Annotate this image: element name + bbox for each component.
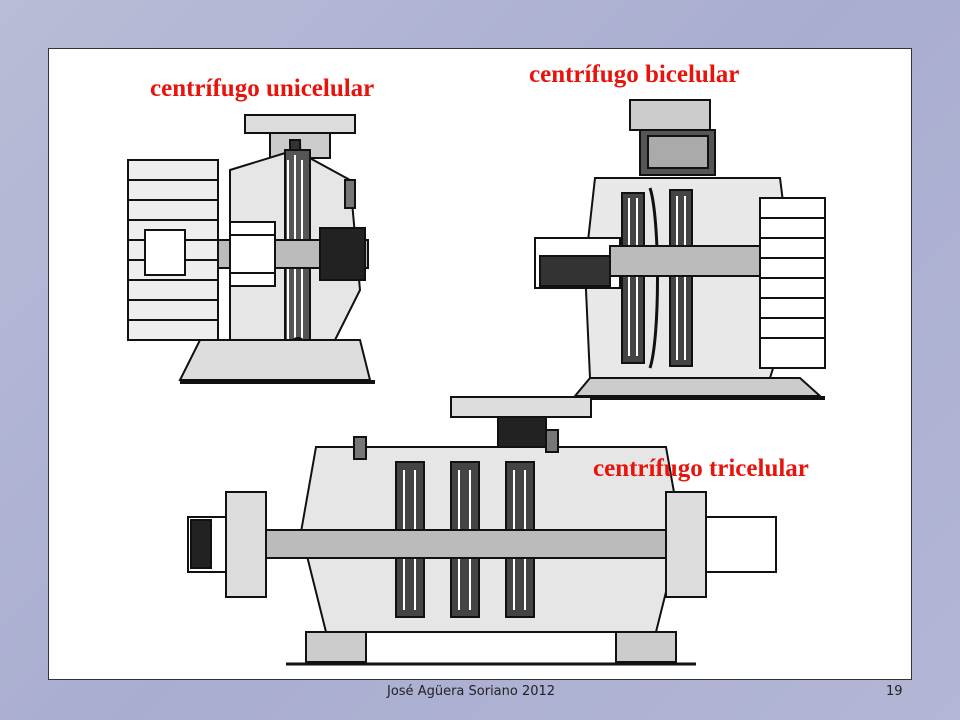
footer-page-number: 19 bbox=[886, 684, 903, 699]
single-stage-pump-drawing bbox=[127, 114, 375, 384]
label-single-stage: centrífugo unicelular bbox=[150, 75, 375, 102]
label-three-stage: centrífugo tricelular bbox=[593, 455, 809, 482]
two-stage-pump-drawing bbox=[534, 99, 826, 400]
three-stage-pump-drawing bbox=[187, 396, 777, 666]
footer-author: José Agüera Soriano 2012 bbox=[387, 684, 556, 699]
label-two-stage: centrífugo bicelular bbox=[529, 61, 740, 88]
